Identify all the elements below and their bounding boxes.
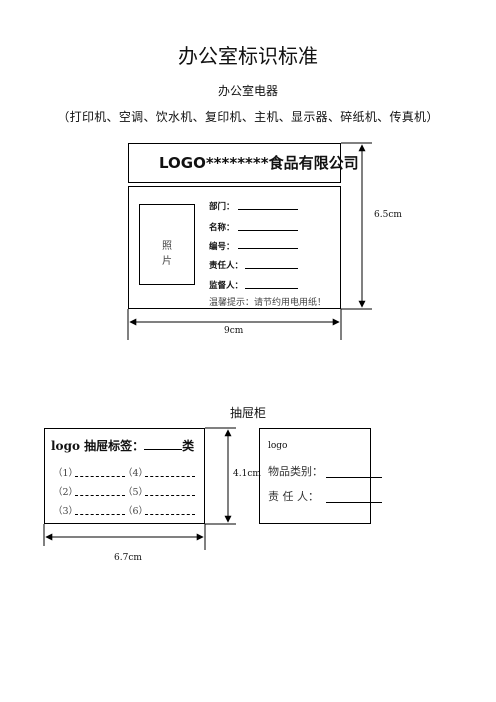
right-logo: logo	[268, 441, 288, 451]
field-line	[245, 288, 298, 289]
item-line	[145, 514, 195, 515]
item-line	[145, 476, 195, 477]
item-line	[75, 476, 125, 477]
section-title-electrics: 办公室电器	[217, 84, 278, 98]
field-line	[245, 268, 298, 269]
item-2: （2）	[53, 487, 79, 498]
photo-box: 照 片	[139, 204, 195, 285]
item-3: （3）	[53, 506, 79, 517]
card-height-label: 6.5cm	[374, 210, 402, 220]
field-line	[238, 230, 298, 231]
card-width-label: 9cm	[224, 326, 244, 336]
item-6: （6）	[123, 506, 149, 517]
company-name: LOGO********食品有限公司	[159, 154, 359, 172]
photo-label: 照 片	[162, 241, 184, 267]
item-owner-label: 责 任 人：	[268, 490, 319, 503]
field-supervisor: 监督人：	[209, 281, 244, 291]
item-4: （4）	[123, 468, 149, 479]
equipment-card	[128, 186, 341, 309]
item-line	[75, 514, 125, 515]
field-number: 编号：	[209, 242, 235, 252]
field-responsible: 责任人：	[209, 261, 244, 271]
category-blank	[144, 439, 183, 450]
field-line	[326, 502, 382, 503]
field-line	[238, 209, 298, 210]
company-banner: LOGO********食品有限公司	[128, 143, 359, 183]
device-list: （打印机、空调、饮水机、复印机、主机、显示器、碎纸机、传真机）	[57, 110, 439, 124]
reminder-text: 温馨提示：请节约用电用纸！	[209, 298, 327, 308]
field-line	[238, 248, 298, 249]
field-line	[326, 477, 382, 478]
section-title-drawer: 抽屉柜	[229, 406, 266, 420]
field-name: 名称：	[209, 223, 235, 233]
page-title: 办公室标识标准	[178, 44, 318, 68]
drawer-label-card: logo 抽屉标签： 类 （1） （2） （3） （4） （5） （6）	[44, 428, 205, 524]
drawer-item-card: logo 物品类别： 责 任 人：	[259, 428, 382, 524]
item-line	[75, 495, 125, 496]
item-5: （5）	[123, 487, 149, 498]
drawer-height-label: 4.1cm	[233, 469, 261, 479]
drawer-width-label: 6.7cm	[114, 553, 142, 563]
drawer-label-title: logo 抽屉标签： 类	[51, 437, 194, 454]
item-category-label: 物品类别：	[268, 465, 323, 478]
item-1: （1）	[53, 468, 79, 479]
drawer-label-suffix: 类	[182, 439, 195, 453]
drawer-label-prefix: logo 抽屉标签：	[51, 439, 145, 453]
field-department: 部门：	[209, 202, 235, 212]
item-line	[145, 495, 195, 496]
